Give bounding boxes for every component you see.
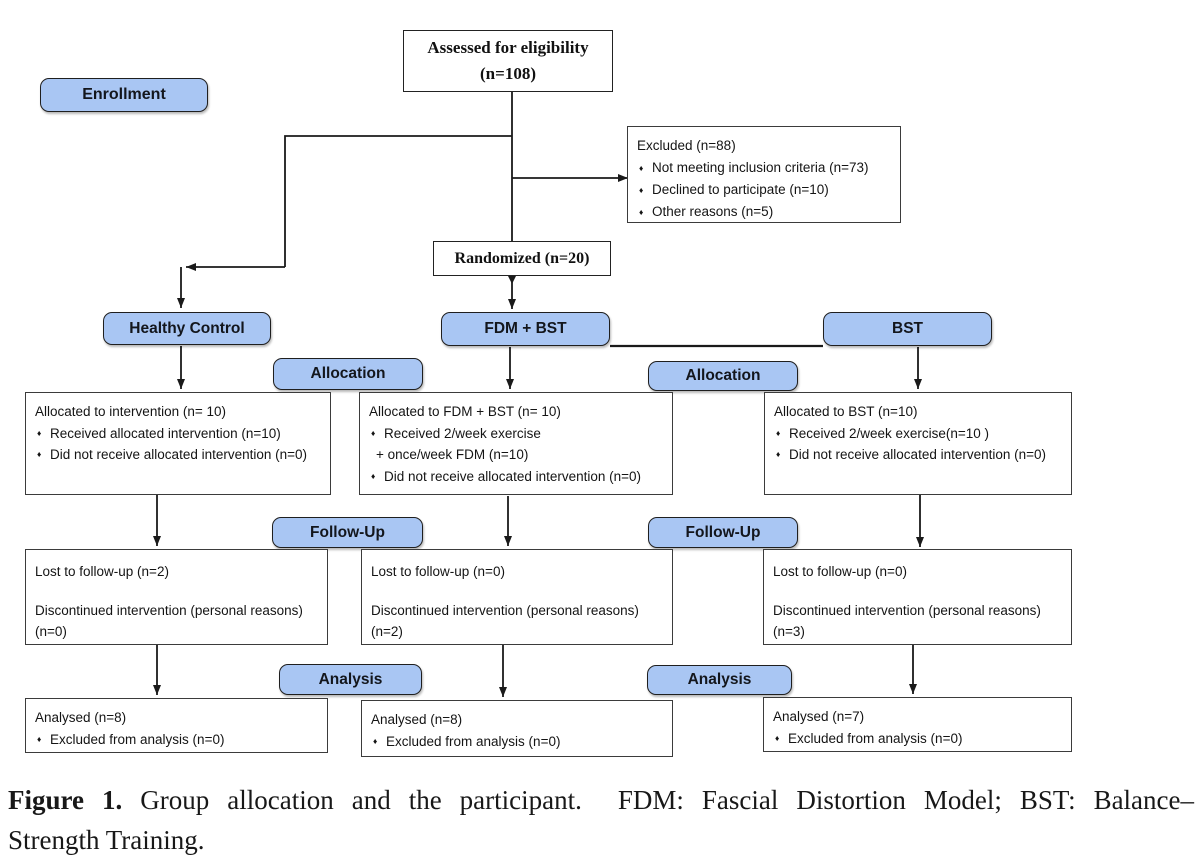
bullet-continuation-line: + once/week FDM (n=10): [369, 444, 664, 466]
excluded-item: Declined to participate (n=10): [652, 182, 829, 197]
diamond-bullet-icon: ♦: [37, 733, 42, 744]
allocation-box-bst: Allocated to BST (n=10) ♦ Received 2/wee…: [764, 392, 1072, 495]
diamond-bullet-icon: ♦: [37, 449, 42, 459]
diamond-bullet-icon: ♦: [371, 470, 376, 481]
allocation-box-fdm-bst: Allocated to FDM + BST (n= 10) ♦ Receive…: [359, 392, 673, 495]
bullet-line: ♦ Received 2/week exercise: [369, 423, 664, 445]
caption-figure-label: Figure 1.: [8, 785, 123, 815]
group-header-fdm-bst: FDM + BST: [441, 312, 610, 346]
analysis-item: Excluded from analysis (n=0): [386, 733, 561, 749]
followup-line1: Lost to follow-up (n=0): [773, 564, 907, 579]
bullet-line: ♦ Excluded from analysis (n=0): [371, 731, 664, 753]
bullet-line: ♦ Did not receive allocated intervention…: [369, 466, 664, 488]
analysis-box-fdm-bst: Analysed (n=8) ♦ Excluded from analysis …: [361, 700, 673, 757]
allocation-box-healthy-control: Allocated to intervention (n= 10) ♦ Rece…: [25, 392, 331, 495]
allocation-title: Allocated to BST (n=10): [774, 404, 918, 419]
allocation-title: Allocated to FDM + BST (n= 10): [369, 404, 561, 419]
diamond-bullet-icon: ♦: [776, 449, 781, 459]
allocation-item: Received 2/week exercise: [384, 425, 541, 441]
caption-line1: Figure 1. Group allocation and the parti…: [8, 780, 1194, 820]
followup-line2: Discontinued intervention (personal reas…: [371, 602, 639, 618]
followup-line2: Discontinued intervention (personal reas…: [35, 602, 303, 618]
diamond-bullet-icon: ♦: [371, 427, 376, 438]
followup-box-bst: Lost to follow-up (n=0) Discontinued int…: [763, 549, 1072, 645]
allocation-item-continuation: + once/week FDM (n=10): [376, 447, 529, 462]
randomized-box: Randomized (n=20): [433, 241, 611, 276]
eligibility-line2: (n=108): [480, 64, 536, 83]
allocation-item: Received 2/week exercise(n=10 ): [789, 425, 989, 441]
excluded-item: Other reasons (n=5): [652, 204, 774, 219]
eligibility-line1: Assessed for eligibility: [427, 38, 589, 57]
analysis-item: Excluded from analysis (n=0): [788, 730, 963, 746]
analysis-box-healthy-control: Analysed (n=8) ♦ Excluded from analysis …: [25, 698, 328, 753]
diamond-bullet-icon: ♦: [639, 185, 644, 195]
stage-label-followup-right: Follow-Up: [648, 517, 798, 548]
diamond-bullet-icon: ♦: [373, 735, 378, 746]
analysis-title: Analysed (n=7): [773, 709, 865, 724]
group-header-bst: BST: [823, 312, 992, 346]
bullet-line: ♦ Did not receive allocated intervention…: [35, 444, 322, 466]
stage-label-analysis-right: Analysis: [647, 665, 792, 695]
diamond-bullet-icon: ♦: [775, 732, 780, 743]
allocation-title: Allocated to intervention (n= 10): [35, 404, 226, 419]
bullet-line: ♦ Received allocated intervention (n=10): [35, 423, 322, 445]
diamond-bullet-icon: ♦: [776, 427, 781, 438]
stage-label-followup-left: Follow-Up: [272, 517, 423, 548]
excluded-box: Excluded (n=88) ♦ Not meeting inclusion …: [627, 126, 901, 223]
stage-label-allocation-right: Allocation: [648, 361, 798, 391]
analysis-item: Excluded from analysis (n=0): [50, 731, 225, 747]
stage-label-analysis-left: Analysis: [279, 664, 422, 695]
followup-line1: Lost to follow-up (n=0): [371, 564, 505, 579]
figure-caption: Figure 1. Group allocation and the parti…: [8, 780, 1194, 860]
followup-line1: Lost to follow-up (n=2): [35, 564, 169, 579]
randomized-text: Randomized (n=20): [454, 249, 590, 267]
followup-line3: (n=3): [773, 624, 805, 639]
group-header-healthy-control: Healthy Control: [103, 312, 271, 345]
allocation-item: Did not receive allocated intervention (…: [50, 447, 308, 462]
diamond-bullet-icon: ♦: [37, 427, 42, 438]
eligibility-box: Assessed for eligibility (n=108): [403, 30, 613, 92]
bullet-line: ♦ Excluded from analysis (n=0): [773, 728, 1063, 750]
followup-line2: Discontinued intervention (personal reas…: [773, 602, 1041, 618]
bullet-line: ♦ Received 2/week exercise(n=10 ): [774, 423, 1063, 445]
caption-line1-text: Group allocation and the participant. FD…: [140, 785, 1195, 815]
allocation-item: Received allocated intervention (n=10): [50, 425, 281, 441]
stage-label-enrollment: Enrollment: [40, 78, 208, 112]
bullet-line: ♦ Did not receive allocated intervention…: [774, 444, 1063, 466]
allocation-item: Did not receive allocated intervention (…: [789, 447, 1047, 462]
allocation-item: Did not receive allocated intervention (…: [384, 468, 642, 484]
analysis-title: Analysed (n=8): [371, 712, 463, 727]
stage-label-allocation-left: Allocation: [273, 358, 423, 390]
diamond-bullet-icon: ♦: [639, 207, 644, 217]
followup-box-healthy-control: Lost to follow-up (n=2) Discontinued int…: [25, 549, 328, 645]
diamond-bullet-icon: ♦: [639, 163, 644, 173]
analysis-box-bst: Analysed (n=7) ♦ Excluded from analysis …: [763, 697, 1072, 752]
analysis-title: Analysed (n=8): [35, 710, 127, 725]
bullet-line: ♦ Not meeting inclusion criteria (n=73): [637, 157, 892, 179]
followup-line3: (n=0): [35, 624, 67, 639]
connector-randomized-stub-arrow: [508, 276, 516, 284]
connector-branch-left: [284, 135, 512, 267]
excluded-item: Not meeting inclusion criteria (n=73): [652, 160, 869, 175]
followup-line3: (n=2): [371, 624, 403, 639]
bullet-line: ♦ Declined to participate (n=10): [637, 179, 892, 201]
bullet-line: ♦ Other reasons (n=5): [637, 201, 892, 223]
bullet-line: ♦ Excluded from analysis (n=0): [35, 729, 319, 751]
followup-box-fdm-bst: Lost to follow-up (n=0) Discontinued int…: [361, 549, 673, 645]
excluded-title: Excluded (n=88): [637, 138, 736, 153]
caption-line2: Strength Training.: [8, 825, 205, 855]
